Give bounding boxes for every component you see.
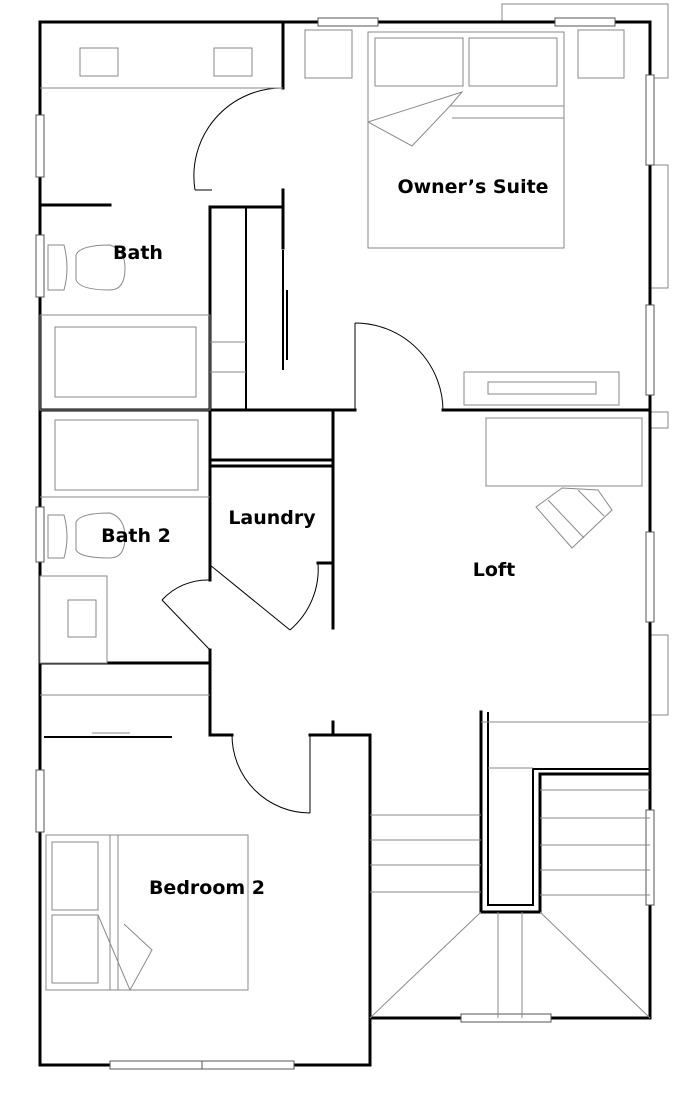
exterior-bays [501,3,669,716]
room-labels: Owner’s Suite Bath Bath 2 Laundry Loft B… [101,176,548,899]
interior-walls [38,20,652,1020]
bath2-fixtures [39,419,210,664]
room-label-laundry: Laundry [228,507,316,529]
owners-suite-furniture [304,29,625,406]
room-label-bath: Bath [113,242,163,264]
bath-fixtures [39,47,283,411]
room-label-owners-suite: Owner’s Suite [397,176,548,198]
room-label-loft: Loft [473,559,516,581]
stairs [369,721,651,1019]
room-label-bath2: Bath 2 [101,525,171,547]
doors [161,87,444,814]
bedroom2-furniture [40,694,249,992]
loft-furniture [485,417,643,549]
room-label-bedroom2: Bedroom 2 [149,877,265,899]
windows [35,17,655,1070]
